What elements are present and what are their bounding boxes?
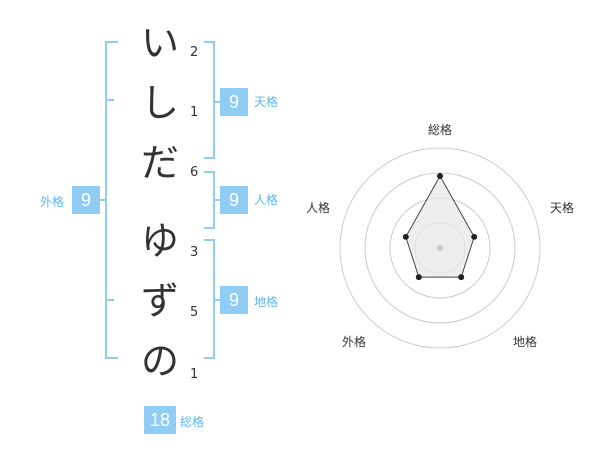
jinkaku-label: 人格 bbox=[254, 193, 279, 207]
radar-axis-label-jinkaku: 人格 bbox=[306, 200, 330, 215]
gaikaku-label: 外格 bbox=[40, 195, 65, 209]
tenkaku-label: 天格 bbox=[254, 95, 279, 109]
radar-point bbox=[437, 173, 443, 179]
radar-point bbox=[471, 233, 478, 240]
jinkaku-badge: 9 bbox=[220, 186, 248, 214]
radar-axis-label-tenkaku: 天格 bbox=[550, 200, 574, 215]
radar-axis-label-soukaku: 総格 bbox=[428, 122, 452, 137]
radar-point bbox=[458, 274, 465, 281]
chikaku-badge: 9 bbox=[220, 286, 248, 314]
stroke-count: 1 bbox=[190, 367, 199, 382]
stroke-count: 6 bbox=[190, 165, 199, 180]
soukaku-badge: 18 bbox=[144, 406, 176, 434]
stroke-count: 2 bbox=[190, 45, 199, 60]
chikaku-label: 地格 bbox=[254, 295, 279, 309]
radar-point bbox=[402, 233, 409, 240]
tenkaku-badge: 9 bbox=[220, 88, 248, 116]
tenkaku-bracket bbox=[204, 41, 215, 159]
stroke-count: 3 bbox=[190, 245, 199, 260]
radar-center-dot bbox=[437, 245, 443, 251]
soukaku-label: 総格 bbox=[180, 415, 205, 429]
gaikaku-badge: 9 bbox=[72, 186, 100, 214]
stroke-count: 1 bbox=[190, 105, 199, 120]
radar-polygon bbox=[405, 174, 475, 278]
radar-axis-label-gaikaku: 外格 bbox=[342, 334, 366, 349]
stroke-count: 5 bbox=[190, 305, 199, 320]
radar-axis-label-chikaku: 地格 bbox=[513, 334, 537, 349]
radar-ring bbox=[339, 147, 541, 349]
radar-point bbox=[415, 274, 422, 281]
